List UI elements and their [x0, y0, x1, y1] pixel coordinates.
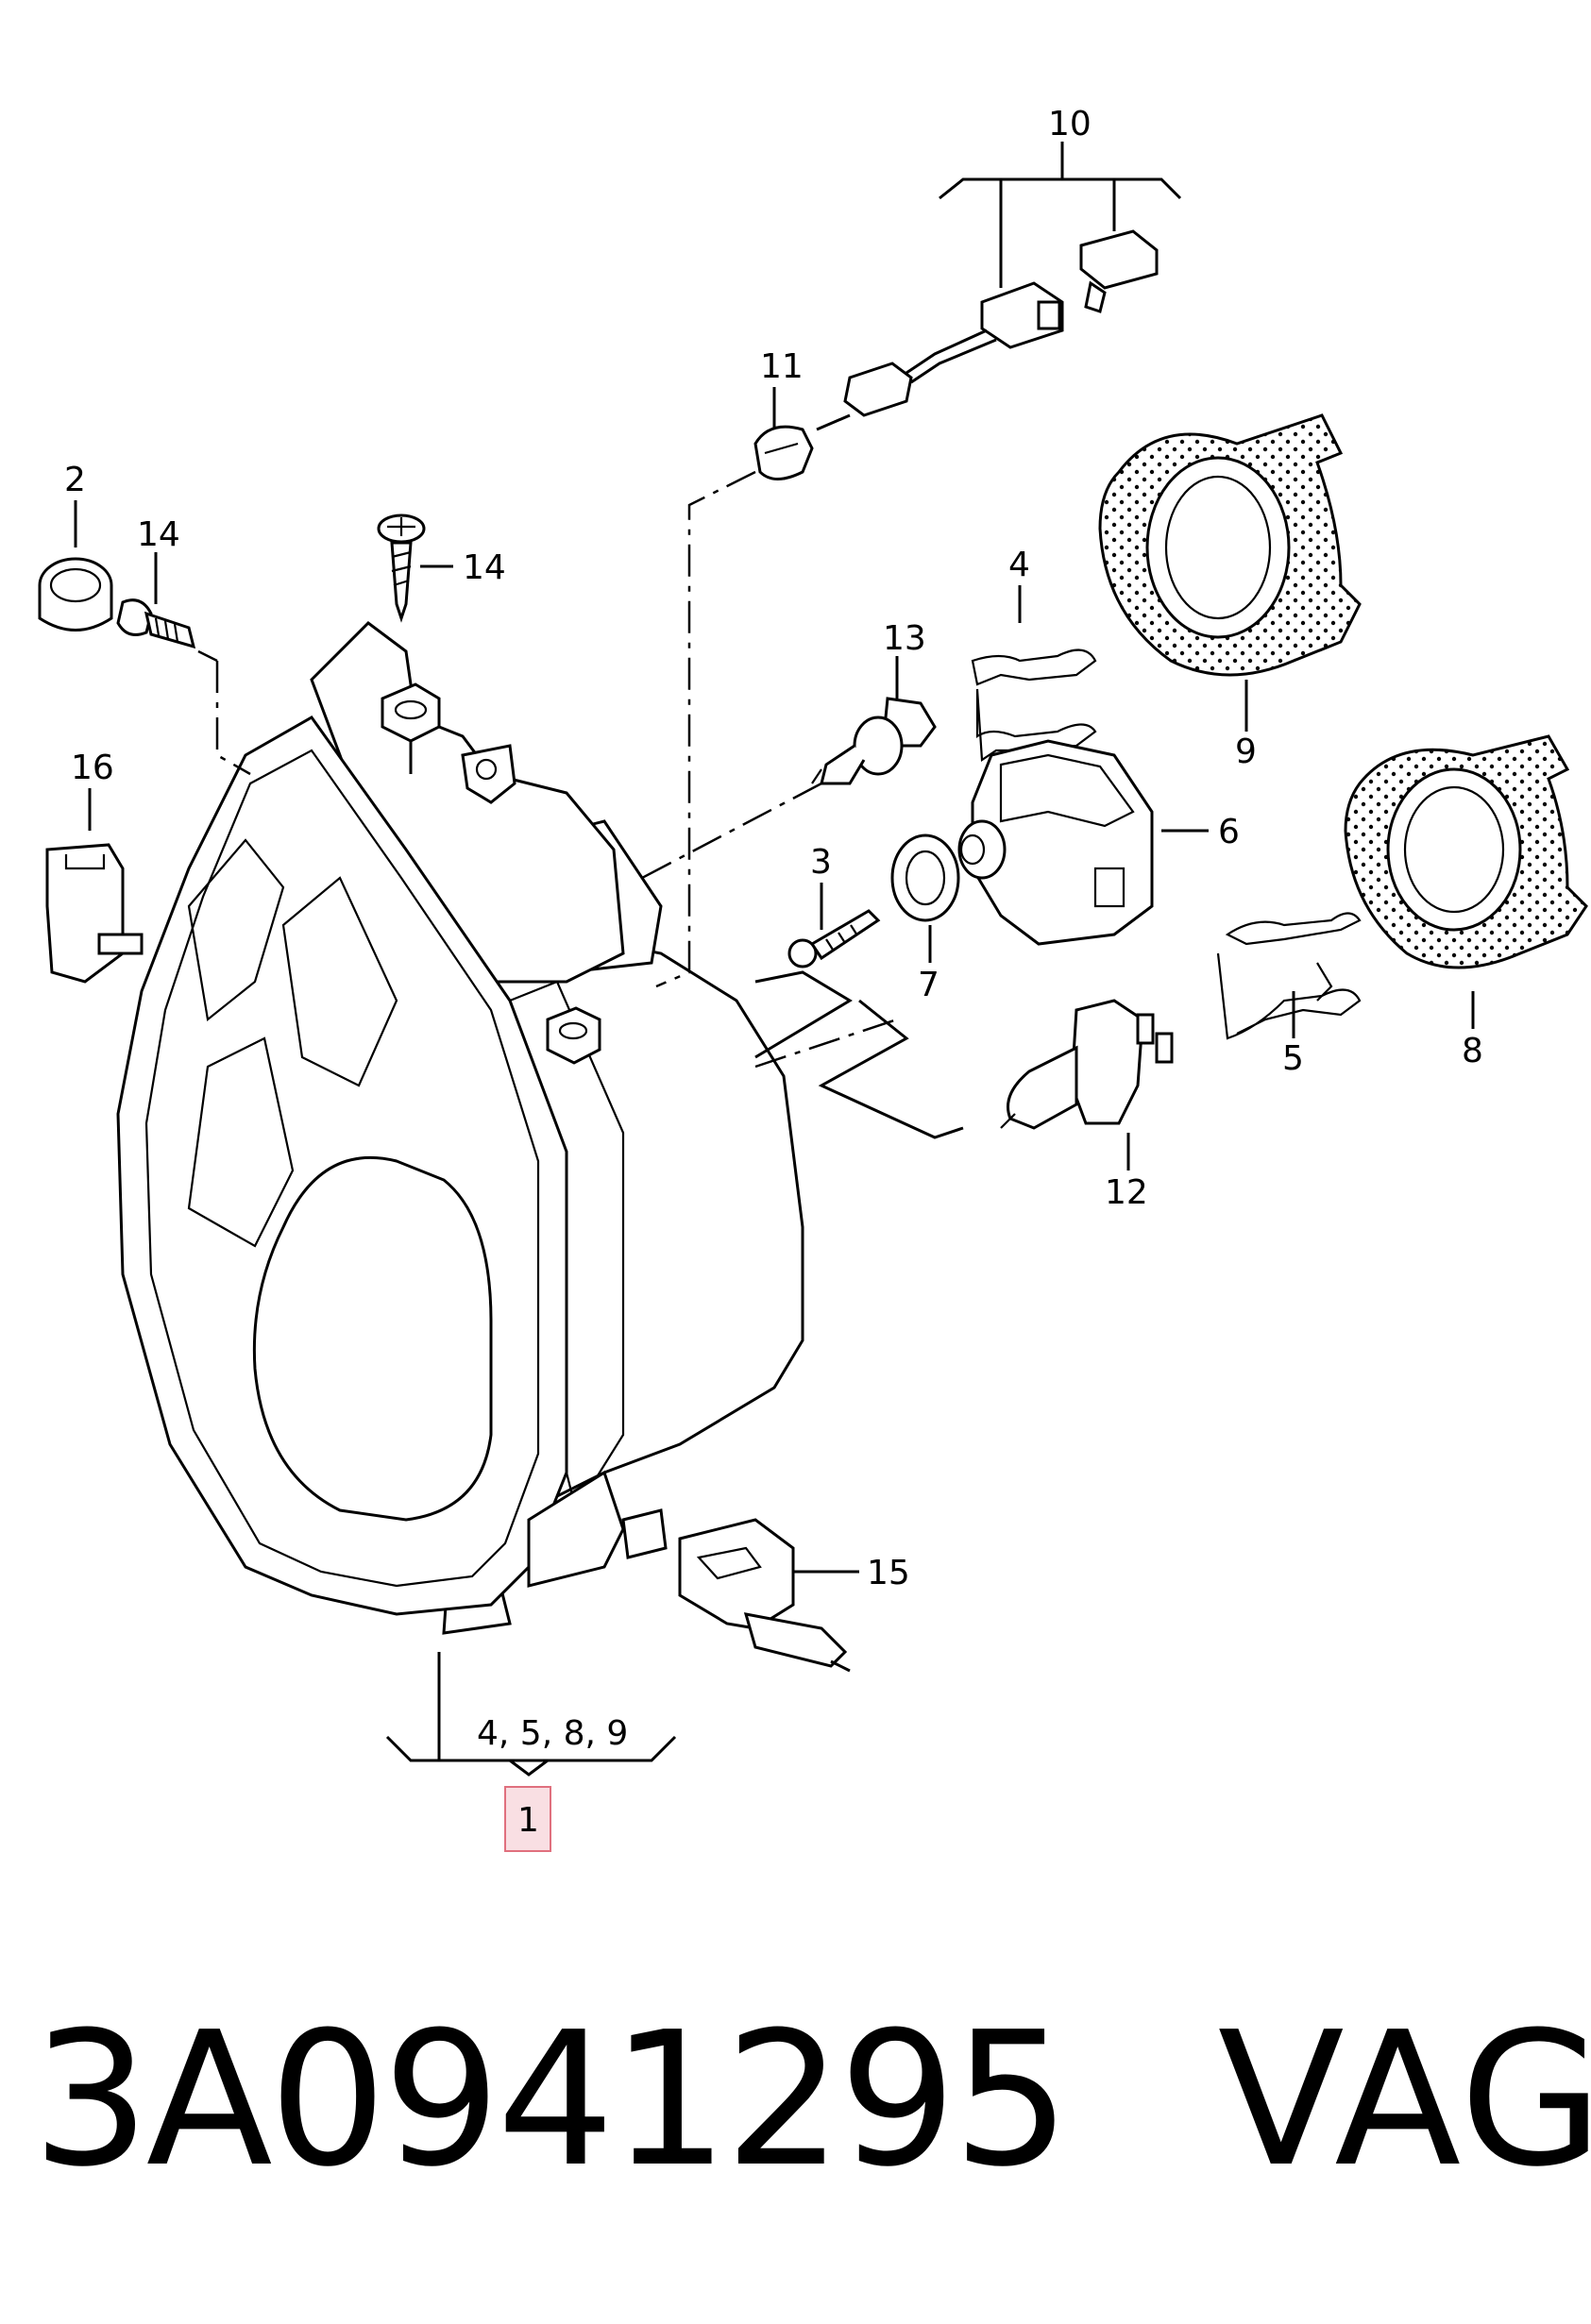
- screw-part-3: [787, 909, 881, 968]
- callout-11: 11: [760, 347, 804, 386]
- h4-bulb-part-12: [1000, 999, 1174, 1130]
- mounting-tab-right: [461, 744, 516, 804]
- gasket-part-7: [890, 834, 960, 922]
- clip-part-16: [45, 843, 144, 984]
- callout-12: 12: [1105, 1173, 1148, 1212]
- callout-14-top: 14: [463, 548, 506, 587]
- part-number: 3A0941295: [32, 1993, 1071, 2208]
- callout-4: 4: [1008, 546, 1030, 584]
- actuator-part-6: [957, 739, 1154, 946]
- cap-part-2: [38, 557, 113, 632]
- callout-16: 16: [71, 749, 114, 787]
- wedge-bulb-part-11: [753, 425, 814, 480]
- bulb-part-13: [811, 697, 937, 785]
- screw-part-14-top: [377, 514, 426, 623]
- callout-14-left: 14: [137, 515, 180, 554]
- mounting-nut-top: [381, 682, 441, 774]
- spring-clip-part-5: [1216, 912, 1362, 1040]
- brand-name: VAG: [1217, 1993, 1591, 2208]
- callout-13: 13: [883, 619, 926, 658]
- callout-1: 1: [517, 1801, 539, 1840]
- ring-part-8: [1344, 734, 1588, 969]
- callout-5: 5: [1282, 1039, 1304, 1078]
- leader-lines: [74, 142, 1475, 1777]
- callout-2: 2: [64, 461, 86, 499]
- headlight-housing: [116, 621, 804, 1635]
- mounting-nut-lower: [546, 1006, 601, 1065]
- screw-part-14-left: [116, 598, 196, 649]
- callout-3: 3: [810, 843, 832, 882]
- callout-1-highlight: 1: [504, 1786, 551, 1852]
- ring-part-9: [1098, 413, 1362, 677]
- callout-9: 9: [1235, 733, 1257, 771]
- callout-6: 6: [1218, 813, 1240, 851]
- callout-15: 15: [867, 1554, 910, 1592]
- callout-10: 10: [1048, 105, 1092, 143]
- wiring-harness-part-10: [816, 229, 1159, 431]
- callout-7: 7: [918, 966, 939, 1004]
- callout-labels: 10 11 2 14 14 13 4 9 16 3 6 7 5 8 12 15 …: [64, 105, 1483, 1753]
- connector-part-15: [621, 1508, 851, 1673]
- assembly-dash-lines: [197, 470, 964, 1139]
- callout-group-4589: 4, 5, 8, 9: [477, 1714, 628, 1753]
- spring-clip-part-4: [971, 648, 1097, 762]
- exploded-parts-diagram: 10 11 2 14 14 13 4 9 16 3 6 7 5 8 12 15 …: [38, 105, 1588, 1852]
- callout-8: 8: [1462, 1032, 1483, 1070]
